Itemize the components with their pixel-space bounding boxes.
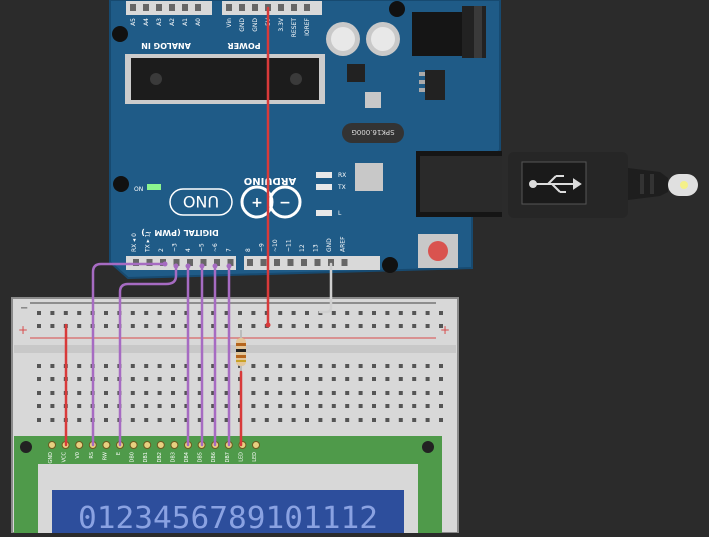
digital-header-low[interactable] [126,256,236,270]
crystal-oscillator: SPK16.000G [342,123,404,143]
pin-label: GND [239,18,246,32]
lcd-pin-labels: GND VCC V0 RS RW E DB0 DB1 DB2 DB3 DB4 DB5 DB6 DB7 LED… [48,451,258,463]
digital-pin-label: AREF [340,236,347,252]
lcd-pin-label: DB0 [130,452,136,462]
lcd-pin-label: RW [102,452,108,460]
digital-pin-label: 8 [245,248,252,252]
digital-header-label: DIGITAL (PWM ~) [141,228,219,237]
digital-pin-label: ~10 [272,239,279,252]
digital-pin-label: GND [326,238,333,252]
analog-pin-labels: A5 A4 A3 A2 A1 A0 [130,18,202,26]
lcd-pin-label: E [116,452,122,455]
arduino-logo: ARDUINO + − UNO [169,175,302,219]
on-led-label: ON [134,186,143,193]
analog-header-label: ANALOG IN [141,41,191,50]
wire-enable[interactable] [118,264,178,447]
positive-rail-sign: + [440,323,450,337]
lcd-pin-label: DB4 [184,452,190,462]
pin-label: GND [252,18,259,32]
pin-label: 3.3V [278,17,285,32]
tx-label: TX [337,184,346,191]
mount-hole [422,441,434,453]
digital-pin-label: TX ▸ 1 [145,233,152,253]
usb-led [680,181,688,189]
usb-cable[interactable] [508,152,698,218]
lcd-pin-label: DB7 [225,452,231,462]
mount-hole [113,176,129,192]
resistor[interactable] [236,330,246,372]
pin-label: A3 [156,18,163,26]
digital-pin-label: ~6 [212,243,219,252]
digital-pin-label: ~9 [259,243,266,252]
svg-text:ARDUINO: ARDUINO [244,175,296,186]
uno-label: UNO [183,192,219,211]
pin-label: A0 [195,18,202,26]
wire-gnd[interactable] [318,262,333,314]
usb-chip [355,163,383,191]
lcd-pin-label: DB2 [157,452,163,462]
usb-port [416,151,502,217]
svg-text:+: + [251,195,263,211]
lcd-pin-header[interactable] [48,441,260,449]
lcd-pin-label: DB1 [143,452,149,462]
lcd-pin-label: LED [238,452,244,462]
svg-text:−: − [279,195,291,211]
digital-pin-label: 2 [158,248,165,252]
lcd-pin-label: GND [48,452,54,464]
wire-rs[interactable] [91,262,167,447]
l-label: L [338,210,342,217]
lcd-pin-label: RS [89,452,95,459]
digital-pin-label: ~3 [172,243,179,252]
pin-label: A5 [130,18,137,26]
power-header-label: POWER [227,41,260,50]
lcd-display-text: 0123456789101112 [78,501,378,533]
negative-rail-sign: − [20,303,28,314]
mount-hole [20,441,32,453]
pin-label: Vin [226,18,233,28]
lcd-pin-label: DB5 [198,452,204,462]
mount-hole [112,26,128,42]
capacitor [326,22,360,56]
pin-label: IOREF [304,17,311,35]
digital-pin-labels: RX ◂ 0 TX ▸ 1 2 ~3 4 ~5 ~6 7 8 ~9 ~10 ~11 12 13 GND ARE… [131,233,347,253]
digital-pin-label: ~11 [286,239,293,252]
power-header[interactable] [222,1,322,15]
usb-icon [529,175,582,193]
power-jack [412,6,486,58]
digital-pin-label: 13 [313,244,320,252]
digital-pin-label: ~5 [199,243,206,252]
pin-label: A2 [169,18,176,26]
rx-label: RX [338,172,346,179]
reset-button[interactable] [418,234,458,268]
voltage-regulator [347,64,445,108]
analog-header[interactable] [126,1,212,15]
positive-rail-sign: + [18,323,28,337]
svg-text:SPK16.000G: SPK16.000G [351,128,394,136]
digital-pin-label: 12 [299,244,306,252]
lcd-pin-label: DB3 [170,452,176,462]
microcontroller-chip [125,54,325,104]
lcd-screen [52,490,404,533]
mount-hole [389,1,405,17]
lcd-module[interactable]: GND VCC V0 RS RW E DB0 DB1 DB2 DB3 DB4 DB5 DB6 DB7 LED… [14,436,442,536]
pin-label: RESET [291,18,298,38]
lcd-pin-label: DB6 [211,452,217,462]
mount-hole [382,257,398,273]
digital-pin-label: 4 [185,248,192,252]
digital-pin-label: 7 [226,248,233,252]
pin-label: A4 [143,18,150,26]
on-led [147,184,161,190]
digital-pin-label: RX ◂ 0 [131,233,138,252]
rx-tx-leds [316,172,332,216]
lcd-pin-label: V0 [75,452,81,459]
lcd-pin-label: VCC [62,451,68,462]
pin-label: A1 [182,18,189,26]
capacitor [366,22,400,56]
lcd-pin-label: LED [252,452,258,462]
